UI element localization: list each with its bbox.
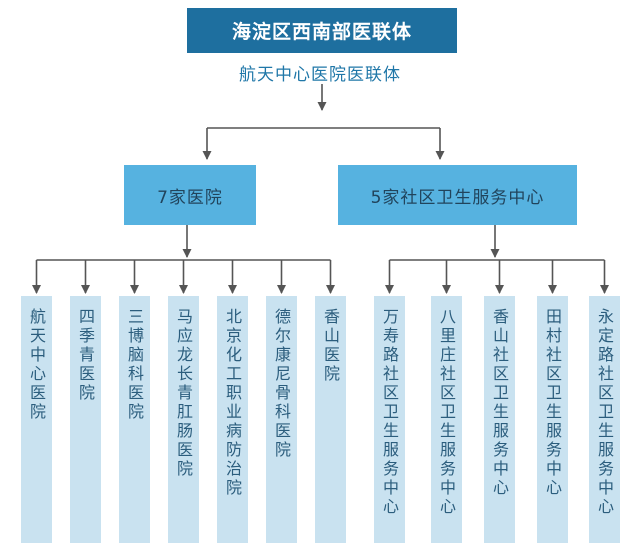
leaf-hospital-1: 航天中心医院: [21, 296, 52, 543]
chart-title-box: 海淀区西南部医联体: [187, 8, 457, 53]
leaf-center-4: 田村社区卫生服务中心: [537, 296, 568, 543]
chart-title: 海淀区西南部医联体: [231, 21, 412, 43]
leaf-hospital-6: 德尔康尼骨科医院: [266, 296, 297, 543]
leaf-hospital-5: 北京化工职业病防治院: [217, 296, 248, 543]
group-box-hospitals: 7家医院: [124, 165, 256, 225]
leaf-hospital-4: 马应龙长青肛肠医院: [168, 296, 199, 543]
leaf-center-1: 万寿路社区卫生服务中心: [374, 296, 405, 543]
leaf-hospital-3: 三博脑科医院: [119, 296, 150, 543]
group-box-community-centers: 5家社区卫生服务中心: [338, 165, 577, 225]
leaf-hospital-7: 香山医院: [315, 296, 346, 543]
leaf-center-5: 永定路社区卫生服务中心: [589, 296, 620, 543]
chart-subtitle: 航天中心医院医联体: [239, 65, 401, 85]
leaf-center-2: 八里庄社区卫生服务中心: [431, 296, 462, 543]
leaf-hospital-2: 四季青医院: [70, 296, 101, 543]
leaf-center-3: 香山社区卫生服务中心: [484, 296, 515, 543]
